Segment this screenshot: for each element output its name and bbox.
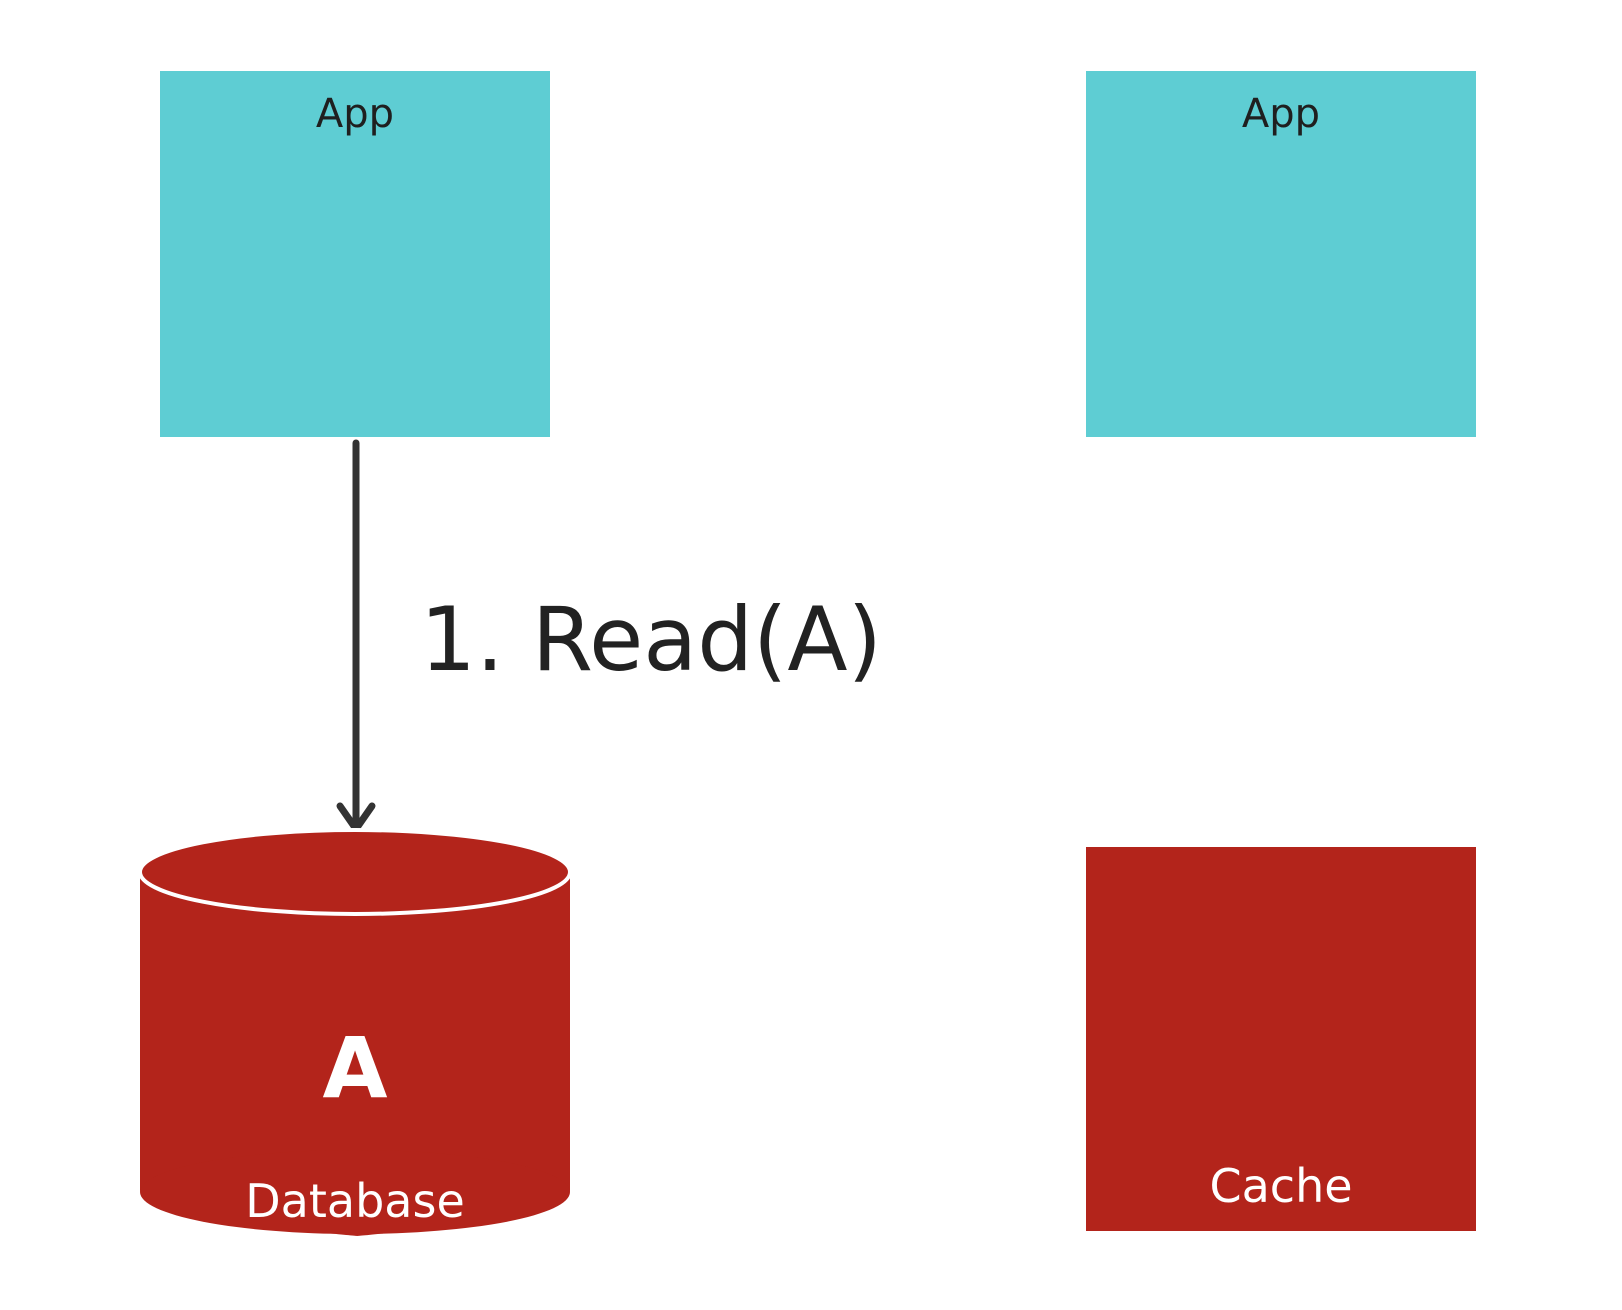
cache-box — [1086, 847, 1476, 1231]
database-body — [140, 872, 570, 1236]
app-label-left: App — [316, 91, 394, 137]
read-arrow: 1. Read(A) — [336, 439, 882, 833]
app-label-right: App — [1242, 91, 1320, 137]
app-node-left: App — [160, 71, 550, 437]
app-node-right: App — [1086, 71, 1476, 437]
app-box-right — [1086, 71, 1476, 437]
database-bottom — [140, 1150, 570, 1234]
cache-label: Cache — [1209, 1159, 1352, 1213]
cache-node: Cache — [1086, 847, 1476, 1231]
database-node: A Database — [138, 828, 572, 1236]
arrow-label: 1. Read(A) — [420, 588, 882, 691]
database-label: Database — [245, 1174, 465, 1228]
app-box-left — [160, 71, 550, 437]
database-content: A — [322, 1019, 387, 1117]
database-top — [138, 828, 572, 916]
